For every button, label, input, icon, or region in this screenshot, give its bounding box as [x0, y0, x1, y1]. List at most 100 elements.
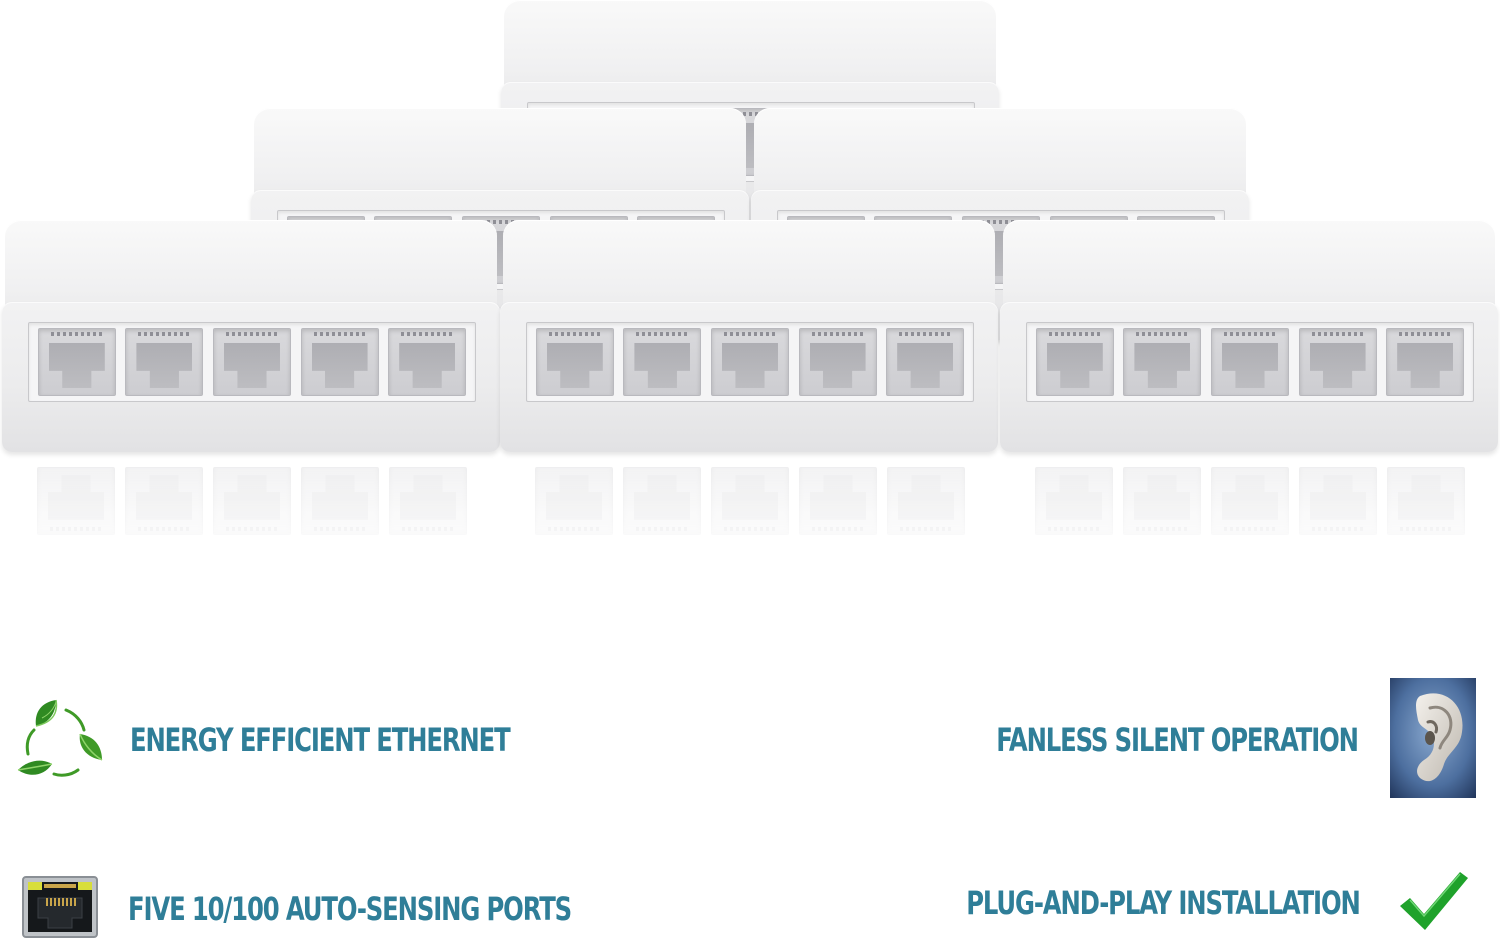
- rj45-port: [1123, 328, 1202, 396]
- port-socket: [1309, 343, 1366, 388]
- reflected-rj45-port: [389, 467, 467, 535]
- reflected-port-bay: [526, 462, 974, 540]
- feature-label: ENERGY EFFICIENT ETHERNET: [130, 721, 511, 759]
- switch-reflection: [1000, 462, 1498, 572]
- rj45-port: [710, 328, 789, 396]
- port-socket: [898, 475, 954, 520]
- feature-auto-sensing-ports: FIVE 10/100 AUTO-SENSING PORTS: [22, 876, 711, 942]
- port-pins: [1312, 527, 1364, 531]
- rj45-port: [212, 328, 291, 396]
- rj45-port: [886, 328, 965, 396]
- port-pins: [138, 332, 191, 336]
- port-pins: [724, 527, 776, 531]
- port-socket: [1310, 475, 1366, 520]
- port-pins: [899, 332, 952, 336]
- reflected-rj45-port: [125, 467, 203, 535]
- reflected-rj45-port: [1123, 467, 1201, 535]
- feature-plug-and-play: PLUG-AND-PLAY INSTALLATION: [842, 868, 1470, 938]
- reflected-rj45-port: [1299, 467, 1377, 535]
- port-socket: [1046, 343, 1103, 388]
- reflected-rj45-port: [1211, 467, 1289, 535]
- port-pins: [548, 527, 600, 531]
- port-pins: [900, 527, 952, 531]
- port-pins: [138, 527, 190, 531]
- reflected-rj45-port: [623, 467, 701, 535]
- port-socket: [809, 343, 866, 388]
- port-socket: [634, 343, 691, 388]
- feature-label: FIVE 10/100 AUTO-SENSING PORTS: [128, 890, 572, 928]
- port-pins: [724, 112, 777, 116]
- port-socket: [722, 475, 778, 520]
- feature-label: FANLESS SILENT OPERATION: [996, 721, 1359, 759]
- port-pins: [402, 527, 454, 531]
- port-socket: [48, 343, 105, 388]
- port-pins: [812, 527, 864, 531]
- reflected-rj45-port: [799, 467, 877, 535]
- port-bay: [526, 322, 974, 402]
- port-socket: [1046, 475, 1102, 520]
- reflected-rj45-port: [887, 467, 965, 535]
- port-pins: [636, 527, 688, 531]
- switch-reflection: [2, 462, 500, 572]
- reflected-rj45-port: [1035, 467, 1113, 535]
- port-pins: [548, 332, 601, 336]
- reflected-rj45-port: [535, 467, 613, 535]
- port-pins: [974, 220, 1027, 224]
- port-pins: [401, 332, 454, 336]
- port-pins: [313, 332, 366, 336]
- port-socket: [399, 343, 456, 388]
- port-bay: [1026, 322, 1474, 402]
- rj45-port: [1210, 328, 1289, 396]
- port-pins: [1223, 332, 1276, 336]
- port-socket: [1397, 343, 1454, 388]
- port-socket: [223, 343, 280, 388]
- rj45-port: [535, 328, 614, 396]
- port-pins: [226, 527, 278, 531]
- port-socket: [634, 475, 690, 520]
- port-pins: [1400, 527, 1452, 531]
- port-pins: [50, 332, 103, 336]
- reflected-port-bay: [1026, 462, 1474, 540]
- rj45-port: [623, 328, 702, 396]
- port-pins: [1136, 332, 1189, 336]
- port-pins: [1136, 527, 1188, 531]
- feature-energy-efficient: ENERGY EFFICIENT ETHERNET: [16, 696, 629, 784]
- port-socket: [1221, 343, 1278, 388]
- ear-icon: [1390, 678, 1476, 802]
- port-pins: [1224, 527, 1276, 531]
- ethernet-port-icon: [22, 876, 98, 942]
- rj45-port: [388, 328, 467, 396]
- reflected-rj45-port: [37, 467, 115, 535]
- rj45-port: [37, 328, 116, 396]
- port-pins: [1048, 332, 1101, 336]
- checkmark-icon: [1398, 868, 1470, 938]
- port-pins: [811, 332, 864, 336]
- network-switch: [2, 220, 500, 452]
- port-pins: [636, 332, 689, 336]
- port-socket: [810, 475, 866, 520]
- port-socket: [400, 475, 456, 520]
- port-pins: [50, 527, 102, 531]
- network-switch: [1000, 220, 1498, 452]
- rj45-port: [1298, 328, 1377, 396]
- reflected-port-bay: [28, 462, 476, 540]
- reflected-rj45-port: [711, 467, 789, 535]
- product-photo: [2, 0, 1498, 572]
- rj45-port: [125, 328, 204, 396]
- port-pins: [474, 220, 527, 224]
- reflected-rj45-port: [1387, 467, 1465, 535]
- port-socket: [1222, 475, 1278, 520]
- port-socket: [1134, 475, 1190, 520]
- feature-fanless-silent: FANLESS SILENT OPERATION: [882, 678, 1476, 802]
- port-socket: [1398, 475, 1454, 520]
- port-bay: [28, 322, 476, 402]
- port-socket: [312, 475, 368, 520]
- feature-label: PLUG-AND-PLAY INSTALLATION: [966, 884, 1362, 922]
- switch-front-panel: [2, 302, 500, 452]
- port-pins: [1399, 332, 1452, 336]
- switch-front-panel: [1000, 302, 1498, 452]
- rj45-port: [1386, 328, 1465, 396]
- port-socket: [136, 343, 193, 388]
- port-pins: [225, 332, 278, 336]
- switch-front-panel: [500, 302, 998, 452]
